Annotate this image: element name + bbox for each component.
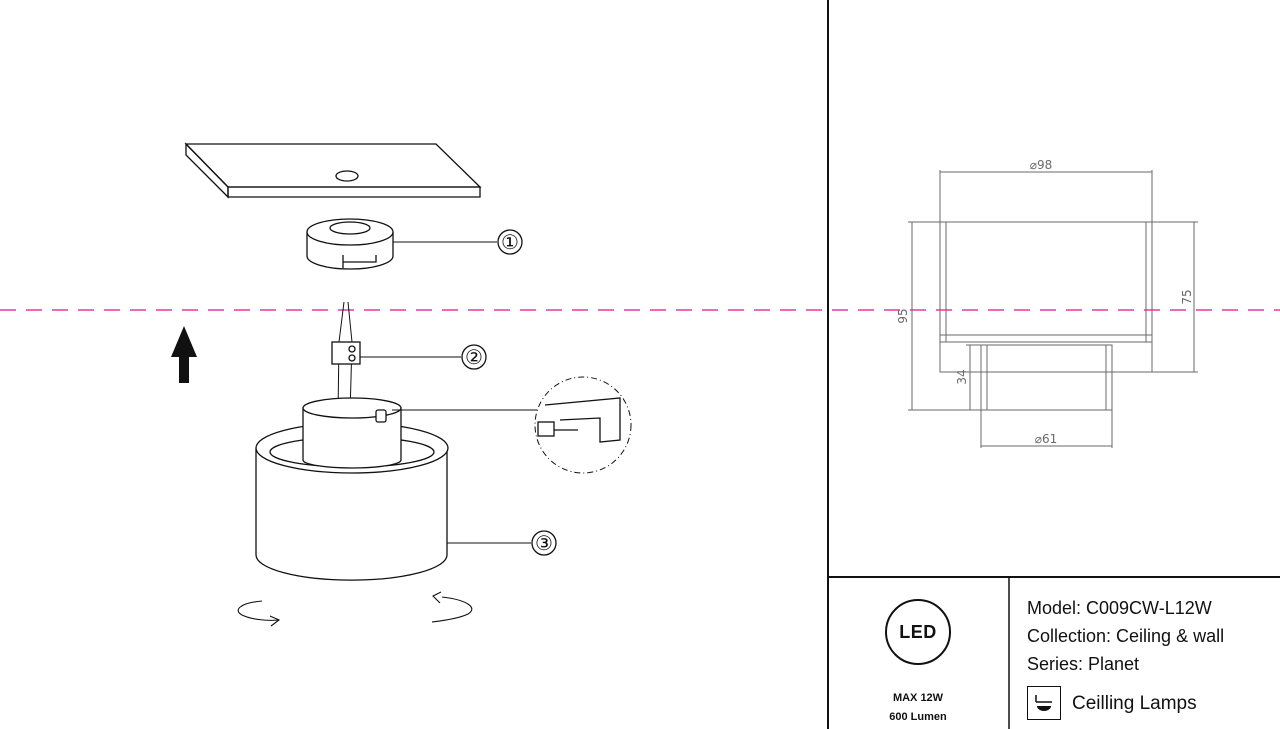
ceiling-lamp-icon — [1027, 686, 1061, 720]
outer-diameter-label: ⌀98 — [1030, 158, 1053, 172]
total-height-label: 95 — [896, 308, 910, 323]
series-text: Series: Planet — [1027, 654, 1140, 674]
lumen-output: 600 Lumen — [889, 711, 947, 723]
category-text: Ceilling Lamps — [1072, 693, 1197, 714]
lamp-body — [255, 397, 449, 581]
callout-1: ① — [501, 230, 519, 254]
max-power: MAX 12W — [892, 692, 944, 704]
mounting-ring — [306, 218, 394, 270]
callout-circle-3 — [531, 530, 557, 556]
rotate-left-icon — [237, 600, 281, 627]
led-badge: LED — [885, 599, 951, 665]
detail-view — [534, 376, 632, 474]
callout-2: ② — [465, 345, 483, 369]
terminal-block — [331, 341, 361, 365]
rotate-right-icon — [431, 591, 473, 623]
model-text: Model: C009CW-L12W — [1027, 598, 1212, 618]
inner-diameter-label: ⌀61 — [1035, 432, 1058, 446]
callout-circle-2 — [461, 344, 487, 370]
collection-text: Collection: Ceiling & wall — [1027, 626, 1225, 646]
ceiling-plate — [184, 142, 482, 199]
callout-3: ③ — [535, 531, 553, 555]
body-height-label: 75 — [1180, 289, 1194, 304]
stem-height-label: 34 — [955, 369, 969, 384]
up-arrow-icon — [171, 326, 197, 383]
led-badge-label: LED — [899, 621, 937, 642]
callout-circle-1 — [497, 229, 523, 255]
dimension-drawing — [908, 170, 1198, 448]
